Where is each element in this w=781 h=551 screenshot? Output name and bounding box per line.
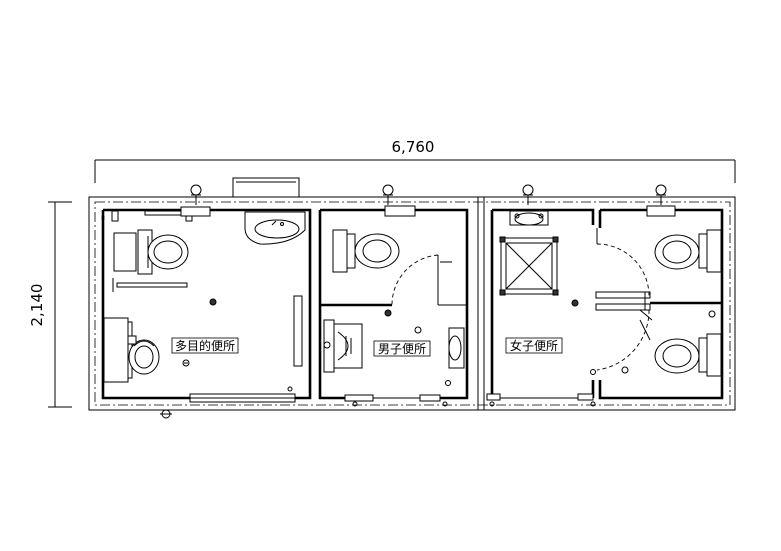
toilet-icon (654, 229, 722, 273)
washbasin-icon (244, 211, 306, 245)
door-swing (596, 243, 653, 371)
toilet-icon (113, 229, 189, 275)
vent-shaft-icon (499, 236, 559, 296)
wall-light-icon (522, 184, 534, 205)
width-dimension: 6,760 (94, 138, 736, 183)
room-women: 女子便所 (486, 205, 724, 401)
height-dimension-label: 2,140 (28, 284, 46, 327)
door-swing (391, 254, 452, 306)
outdoor-faucet-icon (160, 409, 172, 419)
ceiling-light-icon (571, 299, 579, 307)
height-dimension: 2,140 (28, 201, 72, 408)
room-label-multi: 多目的便所 (175, 338, 235, 353)
wall-light-icon (382, 184, 394, 205)
wall-lights (190, 184, 667, 205)
floor-drains (287, 386, 596, 407)
sensor-icon (323, 326, 451, 386)
width-dimension-label: 6,760 (392, 138, 435, 156)
toilet-icon (332, 229, 400, 273)
room-multipurpose: 多目的便所 (101, 206, 312, 419)
sensor-icon (590, 310, 716, 375)
room-label-men: 男子便所 (378, 342, 426, 356)
urinal-icon (323, 319, 363, 373)
room-label-women: 女子便所 (510, 338, 558, 353)
ceiling-light-icon (384, 309, 392, 317)
room-men: 男子便所 (318, 205, 469, 402)
washbasin-icon (509, 210, 549, 226)
baby-seat-icon (103, 317, 160, 383)
wall-light-icon (655, 184, 667, 205)
handwash-icon (448, 327, 465, 369)
toilet-icon (654, 333, 722, 377)
wall-light-icon (190, 184, 202, 205)
sensor-icon (182, 359, 190, 367)
exterior-outline (88, 177, 736, 411)
ceiling-light-icon (209, 298, 217, 306)
